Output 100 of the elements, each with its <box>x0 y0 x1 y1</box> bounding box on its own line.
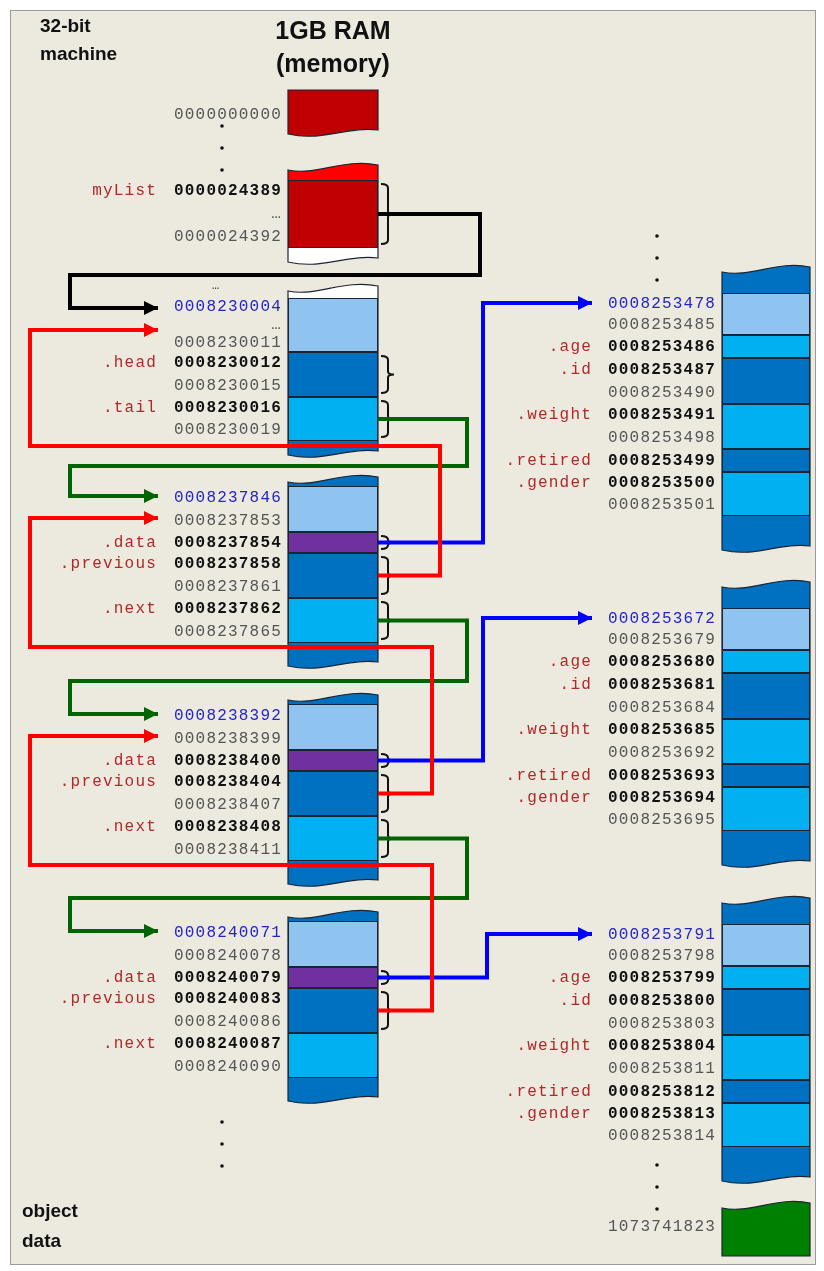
address-label: 0008230015 <box>174 376 282 395</box>
field-name: .id <box>559 991 592 1010</box>
field-name: .age <box>548 652 592 671</box>
address-label: 0008230016 <box>174 399 282 417</box>
address-label: 0008238392 <box>174 706 282 725</box>
object-data-label: object data <box>22 1199 79 1253</box>
address-label: 0008253803 <box>608 1014 716 1033</box>
address-label: 0008230019 <box>174 421 282 439</box>
address-label: 0008253812 <box>608 1082 716 1101</box>
address-label: 0008253672 <box>608 609 716 628</box>
field-name: .data <box>103 968 157 987</box>
field-name: .gender <box>516 474 592 492</box>
field-name: .age <box>548 968 592 987</box>
address-label: 0008237853 <box>174 511 282 530</box>
address-label: 0008238400 <box>174 751 282 770</box>
arrow <box>68 836 469 939</box>
address-label: 0008240086 <box>174 1012 282 1031</box>
memory-heading: 1GB RAM (memory) <box>274 15 392 79</box>
field-name: .weight <box>516 406 592 425</box>
address-label: 0008253499 <box>608 451 716 470</box>
address-label: … <box>271 316 282 334</box>
address-label: 0008253804 <box>608 1037 716 1056</box>
field-name: .id <box>559 360 592 379</box>
address-label: 0008253692 <box>608 743 716 762</box>
address-label: 0008253799 <box>608 968 716 987</box>
arrow <box>378 610 592 763</box>
address-label: 0000024389 <box>174 182 282 201</box>
address-label: 0008238408 <box>174 818 282 837</box>
field-name: .previous <box>59 773 157 792</box>
address-label: 0008253485 <box>608 315 716 334</box>
field-name: .gender <box>516 789 592 807</box>
field-name: .weight <box>516 1037 592 1056</box>
field-name: .retired <box>505 451 592 470</box>
address-label: 0000000000 <box>174 106 282 124</box>
arrow <box>68 417 469 504</box>
address-label: 0008253684 <box>608 698 716 717</box>
field-name: .data <box>103 533 157 552</box>
address-label: 0008240071 <box>174 923 282 942</box>
address-label: 0008240079 <box>174 968 282 987</box>
address-label: 1073741823 <box>608 1218 716 1236</box>
arrow <box>378 926 592 980</box>
field-name: myList <box>92 182 157 201</box>
address-label: 0008238404 <box>174 773 282 792</box>
address-label: 0008230004 <box>174 298 282 316</box>
address-label: 0008253681 <box>608 675 716 694</box>
address-label: 0008237854 <box>174 533 282 552</box>
address-label: 0008253491 <box>608 406 716 425</box>
address-label: 0008238407 <box>174 795 282 814</box>
address-label: … <box>271 205 282 223</box>
address-label: 0008237862 <box>174 600 282 619</box>
address-label: 0008253800 <box>608 991 716 1010</box>
address-label: 0008253486 <box>608 337 716 356</box>
address-label: 0008253813 <box>608 1105 716 1123</box>
address-label: 0008240083 <box>174 990 282 1009</box>
arrow <box>28 728 434 1013</box>
address-label: 0008230011 <box>174 334 282 352</box>
address-label: 0008253500 <box>608 474 716 492</box>
field-name: .data <box>103 751 157 770</box>
address-label: 0008237846 <box>174 488 282 507</box>
field-name: .id <box>559 675 592 694</box>
arrow <box>28 510 434 796</box>
field-name: .head <box>103 354 157 373</box>
address-label: 0008253498 <box>608 428 716 447</box>
address-label: 0008253798 <box>608 946 716 965</box>
machine-label: 32-bit machine <box>40 14 119 66</box>
address-label: 0008253490 <box>608 383 716 402</box>
address-label: 0000024392 <box>174 227 282 246</box>
field-name: .previous <box>59 990 157 1009</box>
field-name: .retired <box>505 766 592 785</box>
field-name: .next <box>103 1035 157 1054</box>
address-label: 0008253487 <box>608 360 716 379</box>
field-name: .age <box>548 337 592 356</box>
address-label: 0008237858 <box>174 555 282 574</box>
address-label: 0008253501 <box>608 496 716 514</box>
address-label: 0008253685 <box>608 721 716 740</box>
address-label: 0008253695 <box>608 811 716 829</box>
address-label: 0008253791 <box>608 925 716 944</box>
address-label: 0008237865 <box>174 622 282 641</box>
address-label: 0008253679 <box>608 630 716 649</box>
arrow <box>68 618 469 722</box>
address-label: 0008230012 <box>174 354 282 373</box>
ellipsis-mark: … <box>212 279 220 293</box>
field-name: .weight <box>516 721 592 740</box>
field-name: .previous <box>59 555 157 574</box>
arrow <box>68 212 482 316</box>
arrow <box>378 295 592 545</box>
address-label: 0008253814 <box>608 1127 716 1145</box>
address-label: 0008253811 <box>608 1059 716 1078</box>
address-label: 0008240090 <box>174 1057 282 1076</box>
address-label: 0008240087 <box>174 1035 282 1054</box>
address-label: 0008253478 <box>608 294 716 313</box>
address-label: 0008253694 <box>608 789 716 807</box>
arrow <box>28 322 442 578</box>
address-label: 0008237861 <box>174 577 282 596</box>
field-name: .next <box>103 600 157 619</box>
field-name: .next <box>103 818 157 837</box>
address-label: 0008253680 <box>608 652 716 671</box>
address-label: 0008238411 <box>174 840 282 859</box>
field-name: .retired <box>505 1082 592 1101</box>
address-label: 0008240078 <box>174 946 282 965</box>
